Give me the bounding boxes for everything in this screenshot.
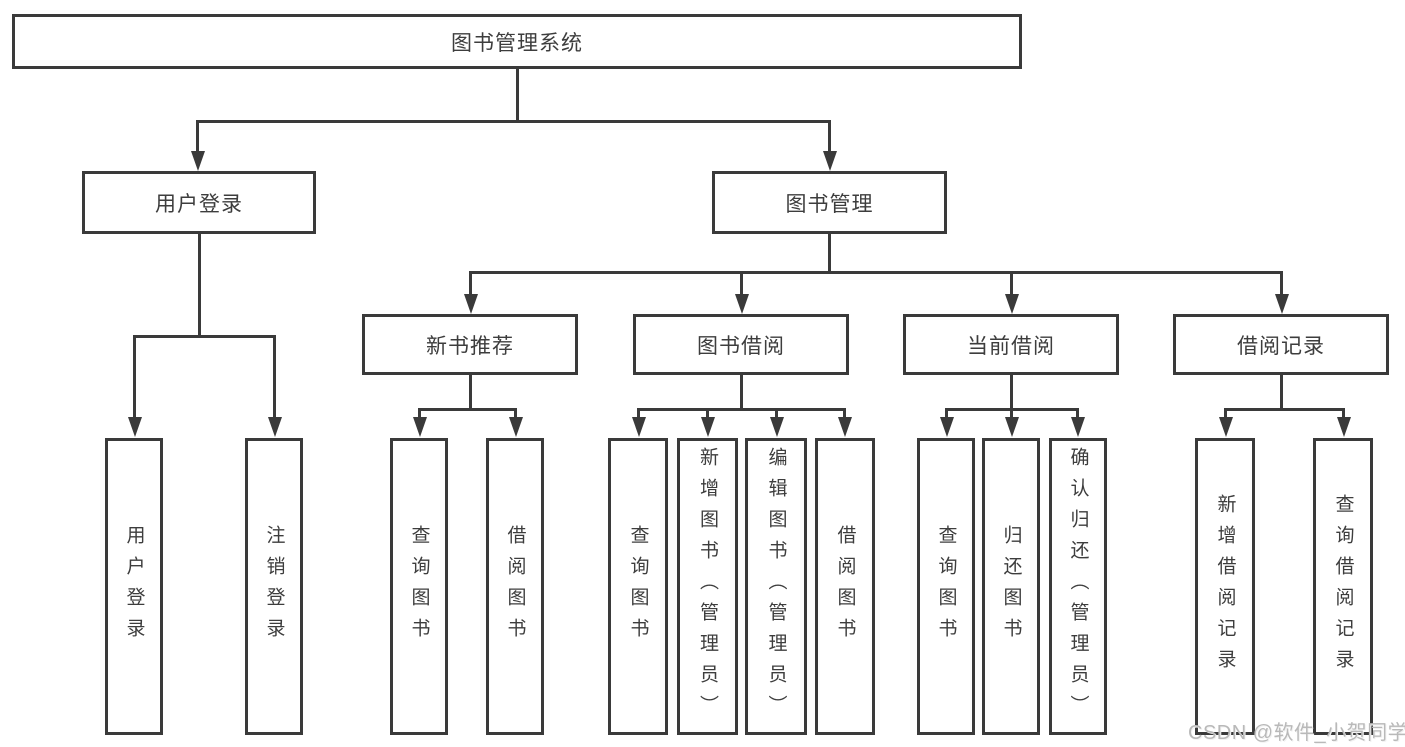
connector-root-drop xyxy=(516,69,519,120)
node-bb-edit-book: 编辑图书（管理员） xyxy=(745,438,807,735)
connector-g5-2 xyxy=(1342,408,1345,417)
connector-l3-bar xyxy=(470,271,1282,274)
node-user-login: 用户登录 xyxy=(82,171,316,234)
arrow-down-icon xyxy=(1337,417,1351,437)
connector-l3-drop-3 xyxy=(1010,271,1013,294)
arrow-down-icon xyxy=(838,417,852,437)
connector-g2-drop xyxy=(469,375,472,408)
arrow-down-icon xyxy=(940,417,954,437)
arrow-down-icon xyxy=(268,417,282,437)
arrow-down-icon xyxy=(735,294,749,314)
connector-g5-drop xyxy=(1280,375,1283,408)
connector-g3-1 xyxy=(637,408,640,417)
connector-mgmt-drop xyxy=(828,234,831,271)
node-cb-return-book: 归还图书 xyxy=(982,438,1040,735)
connector-g2-1 xyxy=(418,408,421,417)
arrow-down-icon xyxy=(509,417,523,437)
connector-l3-drop-2 xyxy=(740,271,743,294)
connector-g2-bar xyxy=(419,408,516,411)
connector-g2-2 xyxy=(514,408,517,417)
connector-user-login-drop xyxy=(196,120,199,151)
arrow-down-icon xyxy=(128,417,142,437)
arrow-down-icon xyxy=(1275,294,1289,314)
connector-g1-drop xyxy=(198,234,201,335)
connector-g5-bar xyxy=(1225,408,1343,411)
connector-g4-1 xyxy=(945,408,948,417)
arrow-down-icon xyxy=(1219,417,1233,437)
connector-g3-bar xyxy=(638,408,845,411)
connector-g4-3 xyxy=(1076,408,1079,417)
connector-l3-drop-4 xyxy=(1280,271,1283,294)
node-book-borrow: 图书借阅 xyxy=(633,314,849,375)
connector-g5-1 xyxy=(1224,408,1227,417)
arrow-down-icon xyxy=(464,294,478,314)
csdn-watermark: CSDN @软件_小贺同学 xyxy=(1188,722,1405,744)
connector-g4-2 xyxy=(1010,408,1013,417)
connector-g4-drop xyxy=(1010,375,1013,408)
node-borrow-record: 借阅记录 xyxy=(1173,314,1389,375)
connector-g1-bar xyxy=(134,335,275,338)
connector-l3-drop-1 xyxy=(469,271,472,294)
connector-g3-3 xyxy=(775,408,778,417)
connector-book-mgmt-drop xyxy=(828,120,831,151)
node-bb-add-book: 新增图书（管理员） xyxy=(677,438,738,735)
node-leaf-logout: 注销登录 xyxy=(245,438,303,735)
node-bb-query-book: 查询图书 xyxy=(608,438,668,735)
node-nb-query-book: 查询图书 xyxy=(390,438,448,735)
arrow-down-icon xyxy=(413,417,427,437)
arrow-down-icon xyxy=(191,151,205,171)
node-br-query-record: 查询借阅记录 xyxy=(1313,438,1373,735)
node-br-add-record: 新增借阅记录 xyxy=(1195,438,1255,735)
connector-g3-2 xyxy=(706,408,709,417)
node-current-borrow: 当前借阅 xyxy=(903,314,1119,375)
arrow-down-icon xyxy=(1005,417,1019,437)
arrow-down-icon xyxy=(770,417,784,437)
arrow-down-icon xyxy=(1071,417,1085,437)
node-nb-borrow-book: 借阅图书 xyxy=(486,438,544,735)
arrow-down-icon xyxy=(632,417,646,437)
arrow-down-icon xyxy=(1005,294,1019,314)
connector-g3-drop xyxy=(740,375,743,408)
node-cb-confirm-return: 确认归还（管理员） xyxy=(1049,438,1107,735)
arrow-down-icon xyxy=(701,417,715,437)
node-cb-query-book: 查询图书 xyxy=(917,438,975,735)
node-root: 图书管理系统 xyxy=(12,14,1022,69)
node-new-book-rec: 新书推荐 xyxy=(362,314,578,375)
connector-g1-right xyxy=(273,335,276,417)
node-bb-borrow-book: 借阅图书 xyxy=(815,438,875,735)
node-leaf-user-login: 用户登录 xyxy=(105,438,163,735)
connector-g1-left xyxy=(133,335,136,417)
connector-g3-4 xyxy=(843,408,846,417)
connector-l2-bar xyxy=(197,120,831,123)
node-book-mgmt: 图书管理 xyxy=(712,171,947,234)
arrow-down-icon xyxy=(823,151,837,171)
